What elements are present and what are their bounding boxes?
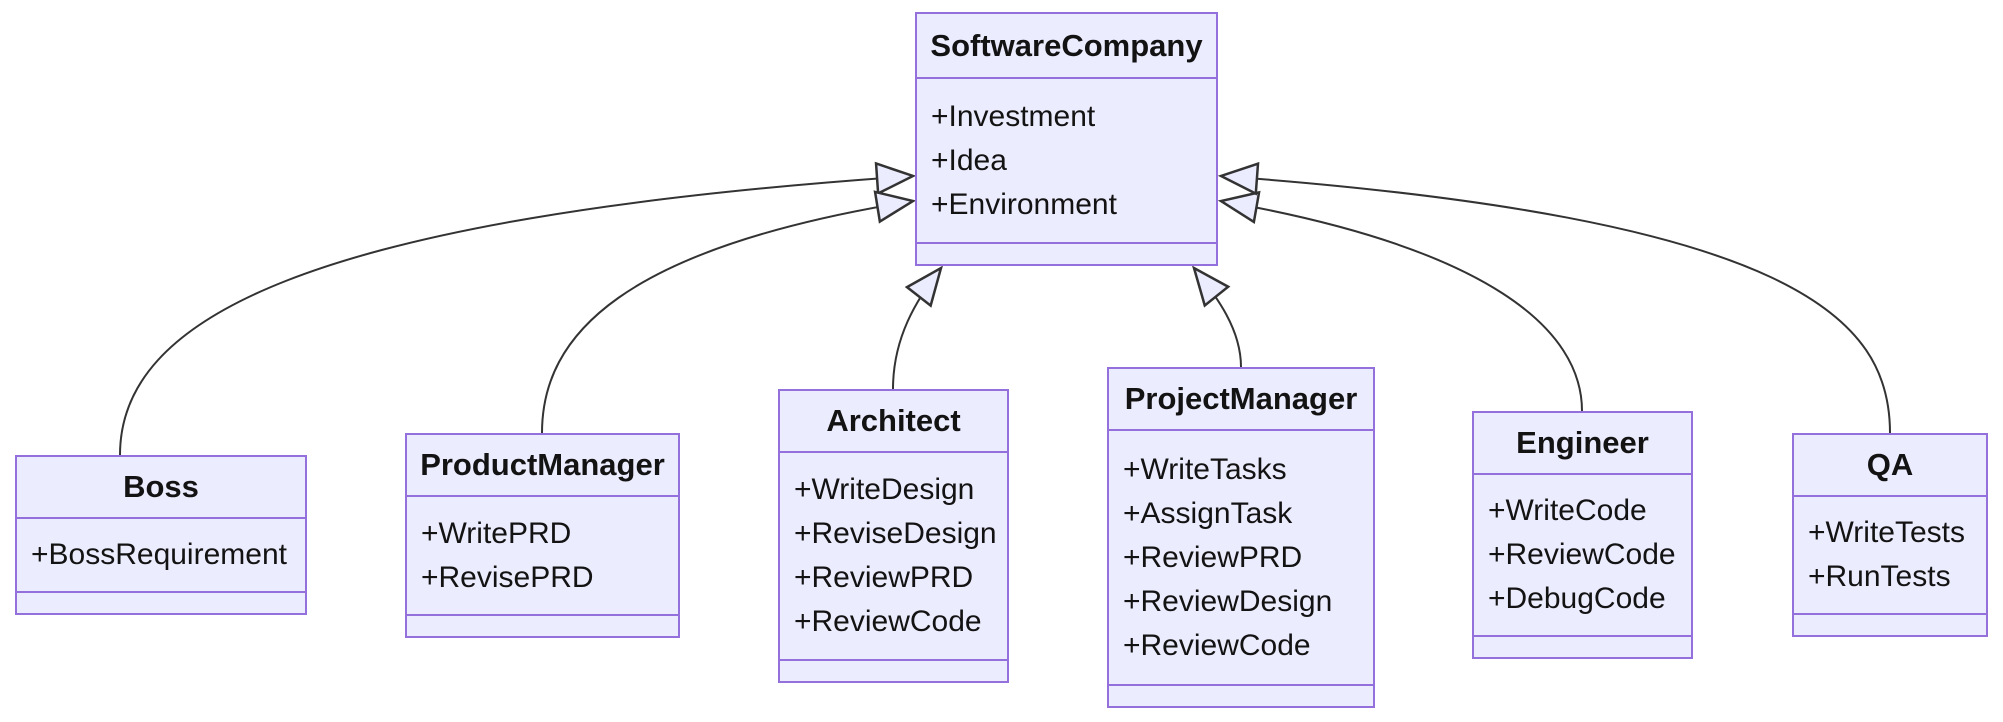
class-methods [1794, 613, 1986, 635]
class-attribute: +WriteTests [1808, 516, 1965, 549]
edge-productmanager-to-softwarecompany [541, 190, 917, 434]
class-attribute: +ReviewPRD [794, 561, 974, 594]
class-title: QA [1866, 447, 1914, 482]
class-attribute: +AssignTask [1123, 496, 1293, 530]
class-attributes: +WriteDesign +ReviseDesign +ReviewPRD +Revi… [780, 451, 1007, 659]
class-title: Boss [123, 469, 199, 504]
class-title: SoftwareCompany [930, 27, 1203, 63]
class-methods [780, 659, 1007, 681]
class-attribute: +Investment [931, 99, 1096, 133]
edge-engineer-to-softwarecompany [1217, 190, 1583, 412]
class-methods [917, 242, 1216, 264]
class-methods [17, 591, 305, 613]
class-attribute: +BossRequirement [31, 538, 287, 571]
class-attribute: +ReviewCode [1488, 538, 1676, 571]
class-projectmanager: ProjectManager +WriteTasks +AssignTask +Re… [1107, 367, 1375, 708]
edge-projectmanager-to-softwarecompany [1191, 265, 1242, 368]
class-architect: Architect +WriteDesign +ReviseDesign +Revi… [778, 389, 1009, 683]
class-attribute: +ReviewPRD [1123, 540, 1303, 574]
class-attributes: +WriteTasks +AssignTask +ReviewPRD +ReviewD… [1109, 429, 1373, 684]
class-attribute: +WritePRD [421, 516, 572, 550]
edge-qa-to-softwarecompany [1217, 161, 1891, 434]
class-boss: Boss +BossRequirement [15, 455, 307, 615]
class-attribute: +Environment [931, 187, 1117, 221]
class-title: Architect [826, 403, 961, 438]
class-attributes: +WriteCode +ReviewCode +DebugCode [1474, 473, 1691, 635]
class-attribute: +DebugCode [1488, 582, 1666, 615]
class-methods [1109, 684, 1373, 706]
edge-architect-to-softwarecompany [892, 265, 944, 390]
class-softwarecompany: SoftwareCompany +Investment +Idea +Environ… [915, 12, 1218, 266]
class-title: ProjectManager [1124, 381, 1358, 416]
class-attributes: +Investment +Idea +Environment [917, 77, 1216, 242]
class-title: ProductManager [420, 447, 665, 482]
class-attribute: +ReviewDesign [1123, 584, 1333, 618]
class-engineer: Engineer +WriteCode +ReviewCode +DebugCode [1472, 411, 1693, 659]
class-attribute: +WriteDesign [794, 473, 975, 506]
edge-boss-to-softwarecompany [119, 161, 917, 456]
class-attribute: +ReviseDesign [794, 517, 997, 550]
class-attribute: +RevisePRD [421, 560, 594, 594]
class-productmanager: ProductManager +WritePRD +RevisePRD [405, 433, 680, 638]
class-methods [1474, 635, 1691, 657]
class-methods [407, 614, 678, 636]
class-attribute: +WriteCode [1488, 494, 1647, 527]
class-attributes: +WriteTests +RunTests [1794, 495, 1986, 613]
class-qa: QA +WriteTests +RunTests [1792, 433, 1988, 637]
class-attribute: +RunTests [1808, 560, 1951, 593]
class-title: Engineer [1516, 425, 1649, 460]
class-attribute: +ReviewCode [1123, 628, 1311, 662]
class-attribute: +ReviewCode [794, 605, 982, 638]
class-attributes: +WritePRD +RevisePRD [407, 495, 678, 614]
class-attribute: +WriteTasks [1123, 452, 1287, 486]
class-attributes: +BossRequirement [17, 517, 305, 591]
class-attribute: +Idea [931, 143, 1007, 177]
